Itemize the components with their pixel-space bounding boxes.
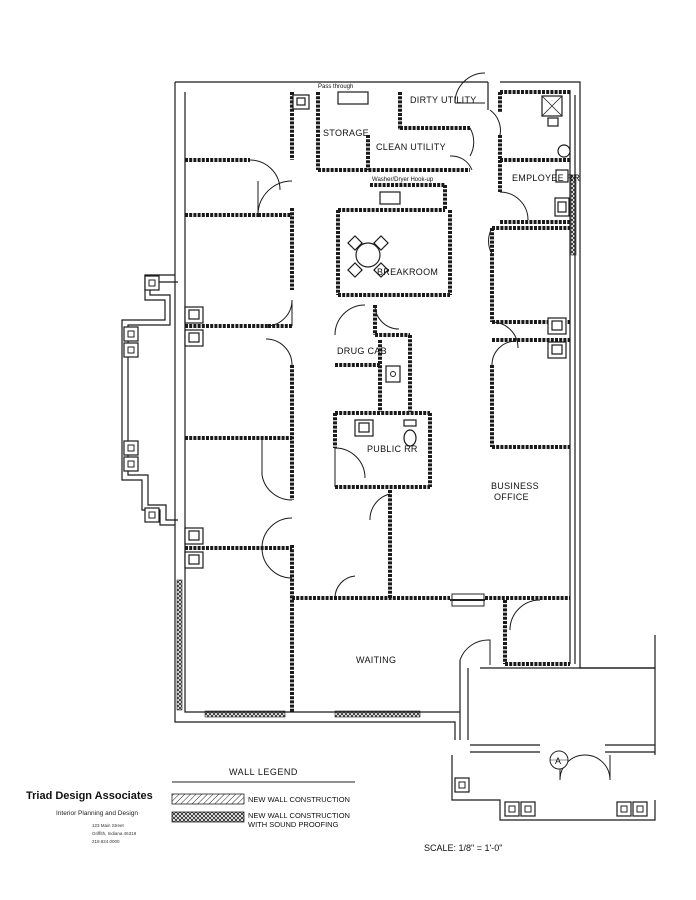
storage-label: STORAGE bbox=[323, 128, 369, 138]
company-tagline: Interior Planning and Design bbox=[56, 810, 139, 817]
drug-cab-label: DRUG CAB bbox=[337, 346, 387, 356]
company-address-2: Griffith, Indiana 46319 bbox=[92, 831, 137, 836]
company-phone: 219.924.0000 bbox=[92, 839, 120, 844]
entry-columns bbox=[450, 593, 656, 821]
sound-wall-swatch bbox=[171, 811, 245, 823]
office-label: OFFICE bbox=[494, 492, 529, 502]
new-wall-swatch bbox=[171, 793, 245, 805]
wall-legend-title: WALL LEGEND bbox=[229, 767, 298, 777]
plumbing-fixtures bbox=[184, 91, 571, 569]
clean-utility-label: CLEAN UTILITY bbox=[376, 142, 446, 152]
interior-walls bbox=[185, 90, 656, 755]
company-address-1: 123 Main Street bbox=[92, 823, 124, 828]
washer-dryer-label: Washer/Dryer Hook-up bbox=[372, 177, 434, 183]
sound-wall-legend-text-1: NEW WALL CONSTRUCTION bbox=[248, 811, 350, 820]
facade-columns bbox=[123, 275, 160, 523]
drawing-scale: SCALE: 1/8" = 1'-0" bbox=[424, 843, 503, 853]
wall-legend-graphics bbox=[171, 781, 355, 823]
company-name: Triad Design Associates bbox=[26, 790, 153, 802]
dirty-utility-label: DIRTY UTILITY bbox=[410, 95, 477, 105]
employee-rr-label: EMPLOYEE RR bbox=[512, 173, 581, 183]
sound-wall-legend-text-2: WITH SOUND PROOFING bbox=[248, 820, 339, 829]
door-swings bbox=[249, 72, 611, 781]
business-label: BUSINESS bbox=[491, 481, 539, 491]
public-rr-label: PUBLIC RR bbox=[367, 444, 418, 454]
pass-through-label: Pass through bbox=[318, 84, 353, 90]
entry-marker-label: A bbox=[555, 756, 561, 766]
breakroom-label: BREAKROOM bbox=[377, 267, 438, 277]
new-wall-legend-text: NEW WALL CONSTRUCTION bbox=[248, 795, 350, 804]
room-labels: Pass through DIRTY UTILITY STORAGE CLEAN… bbox=[318, 84, 581, 766]
waiting-label: WAITING bbox=[356, 655, 396, 665]
breakroom-table bbox=[347, 235, 389, 278]
